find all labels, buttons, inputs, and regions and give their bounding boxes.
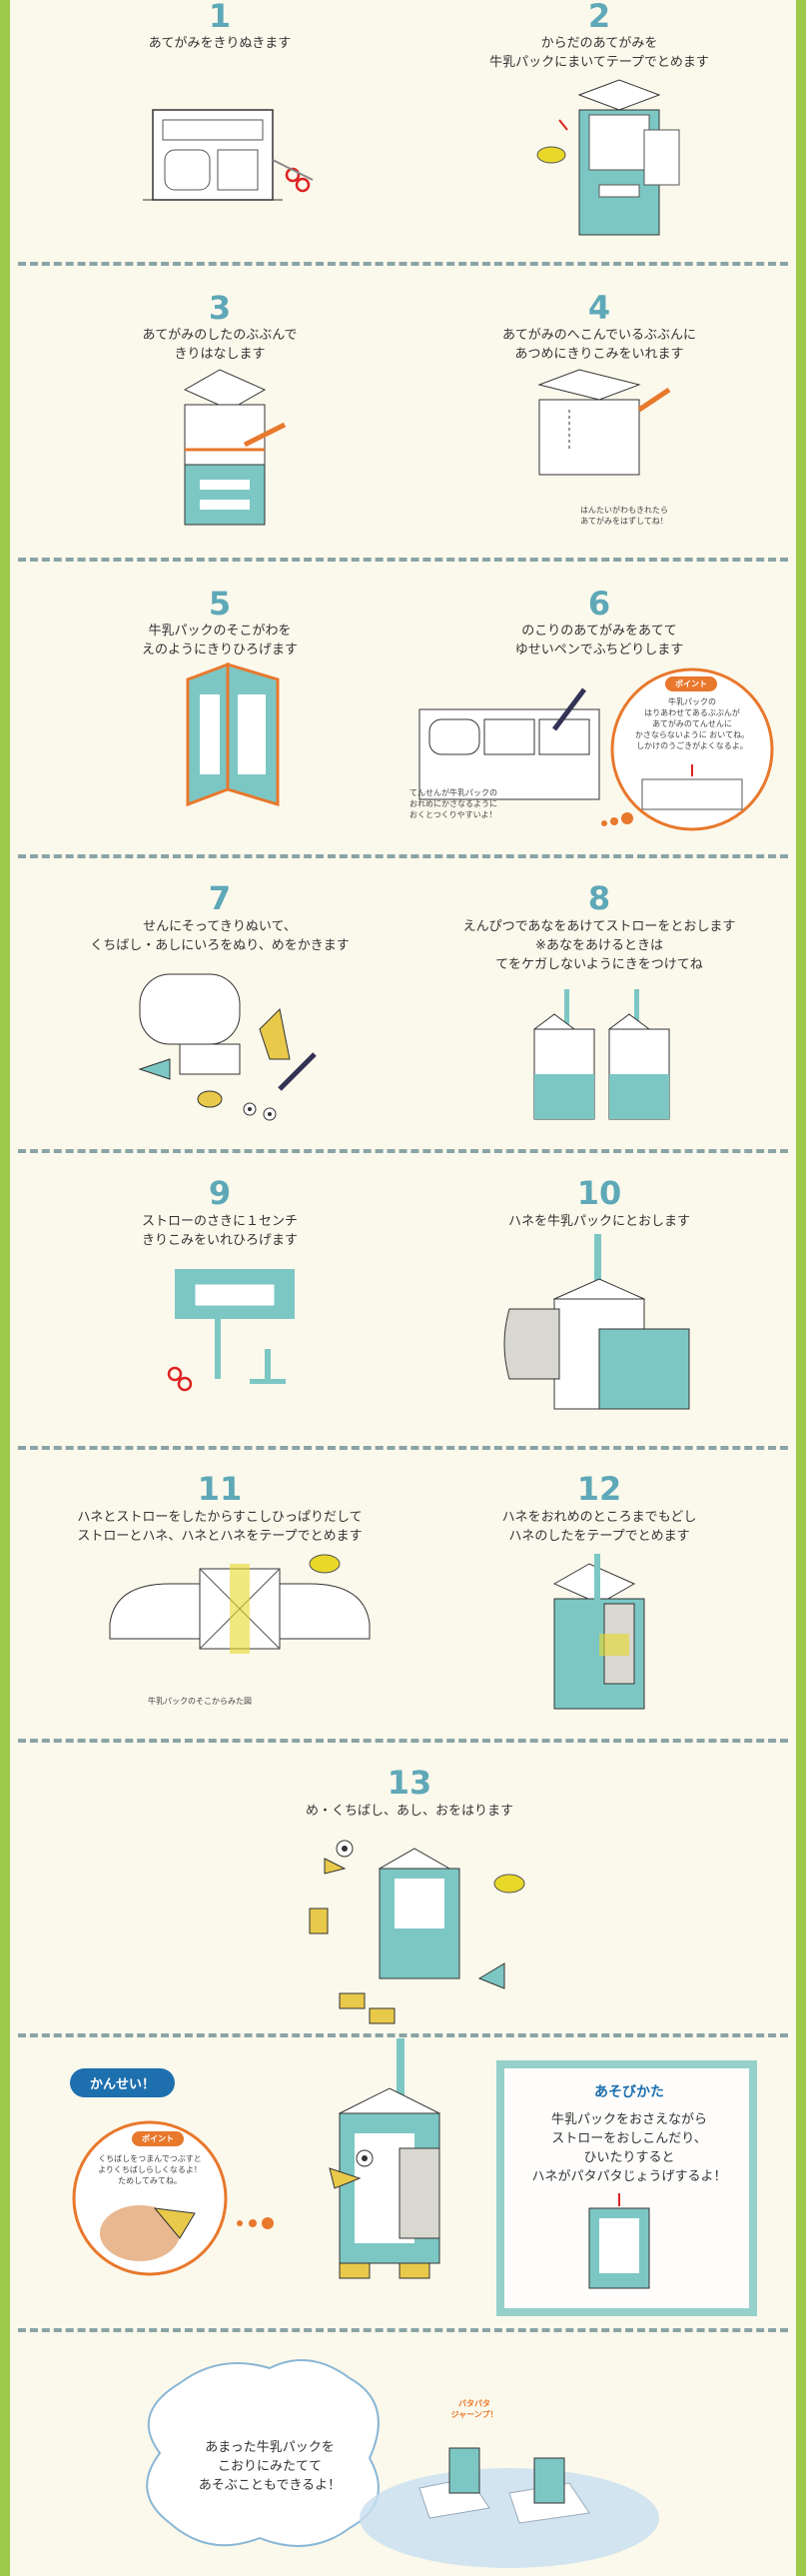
step-text: ハネとストローをしたからすこしひっぱりだして ストローとハネ、ハネとハネをテープ… xyxy=(77,1510,363,1544)
bubble-text: あまった牛乳パックを こおりにみたてて あそぶこともできるよ！ xyxy=(198,2440,342,2493)
step-number: 2 xyxy=(587,0,611,35)
point-label: ポイント xyxy=(132,2131,184,2146)
dots-decoration xyxy=(237,2217,274,2229)
step-text: 牛乳パックのそこがわを えのようにきりひろげます xyxy=(141,624,298,657)
step-text: からだのあてがみを 牛乳パックにまいてテープでとめます xyxy=(489,36,709,70)
point-circle-done xyxy=(72,2120,228,2276)
step-text: あてがみのへこんでいるぶぶんに あつめにきりこみをいれます xyxy=(501,328,697,362)
sound-effect-text: パタパタ ジャーンプ！ xyxy=(450,2399,498,2419)
step-number: 12 xyxy=(576,1470,622,1508)
play-frame xyxy=(496,2060,757,2316)
carton-slit-illustration xyxy=(537,369,671,476)
step-text: ハネをおれめのところまでもどし ハネのしたをテープでとめます xyxy=(501,1510,697,1544)
tracing-template-illustration xyxy=(418,687,600,800)
section-divider xyxy=(18,2033,788,2037)
speech-bubble xyxy=(146,2359,380,2547)
two-cartons-straw-illustration xyxy=(533,989,670,1120)
play-title: あそびかた xyxy=(594,2084,664,2100)
ice-scene-illustration xyxy=(360,2447,659,2568)
section-divider xyxy=(18,1446,788,1450)
step-number: 3 xyxy=(208,289,232,327)
step-number: 7 xyxy=(208,879,232,917)
instruction-sheet: 1 あてがみをきりぬきます 2 からだのあてがみを 牛乳パックにまいてテープでと… xyxy=(10,0,796,2576)
bottom-view-illustration xyxy=(109,1554,371,1654)
step-number: 13 xyxy=(387,1764,432,1802)
step-number: 1 xyxy=(208,0,232,35)
step-number: 11 xyxy=(197,1470,243,1508)
attach-parts-illustration xyxy=(309,1840,525,2024)
step-text: えんぴつであなをあけてストローをとおします ※あなをあけるときは てをケガしない… xyxy=(462,919,736,972)
step-text: ハネを牛乳パックにとおします xyxy=(507,1214,690,1229)
point-text: 牛乳パックの はりあわせてあるぶぶんが あてがみのてんせんに かさならないように… xyxy=(634,697,750,750)
step-text: せんにそってきりぬいて、 くちばし・あしにいろをぬり、めをかきます xyxy=(90,919,350,953)
step-text: め・くちばし、あし、おをはります xyxy=(305,1804,513,1819)
dots-decoration xyxy=(601,812,633,826)
step-number: 4 xyxy=(587,289,611,327)
step-text: のこりのあてがみをあてて ゆせいペンでふちどりします xyxy=(514,624,684,657)
step-note: てんせんが牛乳パックの おれめにかさなるように おくとつくりやすいよ！ xyxy=(409,788,497,819)
step-number: 10 xyxy=(576,1174,622,1212)
step-number: 8 xyxy=(587,879,611,917)
cut-parts-illustration xyxy=(138,973,317,1121)
point-text: くちばしをつまんでつぶすと よりくちばしらしくなるよ！ ためしてみてね。 xyxy=(98,2154,202,2185)
point-label: ポイント xyxy=(665,676,717,691)
section-divider xyxy=(18,2328,788,2332)
complete-badge: かんせい！ xyxy=(70,2068,176,2097)
straw-slit-illustration xyxy=(167,1269,295,1392)
play-text: 牛乳パックをおさえながら ストローをおしこんだり、 ひいたりすると ハネがパタパ… xyxy=(531,2112,727,2184)
step-note: 牛乳パックのそこからみた図 xyxy=(148,1697,252,1706)
section-divider xyxy=(18,558,788,562)
finished-penguin-illustration xyxy=(329,2038,441,2279)
step-number: 6 xyxy=(587,585,611,623)
taped-wings-illustration xyxy=(552,1554,645,1710)
carton-opened-illustration xyxy=(186,661,280,807)
section-divider xyxy=(18,262,788,266)
template-paper-illustration xyxy=(143,109,314,201)
step-number: 5 xyxy=(208,585,232,623)
wings-through-carton-illustration xyxy=(503,1234,690,1410)
carton-cut-illustration xyxy=(183,369,287,526)
step-number: 9 xyxy=(208,1174,232,1212)
milk-carton-illustration xyxy=(536,79,680,236)
section-divider xyxy=(18,1739,788,1743)
step-text: ストローのさきに１センチ きりこみをいれひろげます xyxy=(141,1214,298,1248)
step-text: あてがみのしたのぶぶんで きりはなします xyxy=(142,328,298,362)
section-divider xyxy=(18,1149,788,1153)
section-divider xyxy=(18,854,788,858)
step-text: あてがみをきりぬきます xyxy=(148,36,292,51)
point-circle xyxy=(610,667,774,831)
step-note: はんたいがわもきれたら あてがみをはずしてね！ xyxy=(580,506,668,526)
